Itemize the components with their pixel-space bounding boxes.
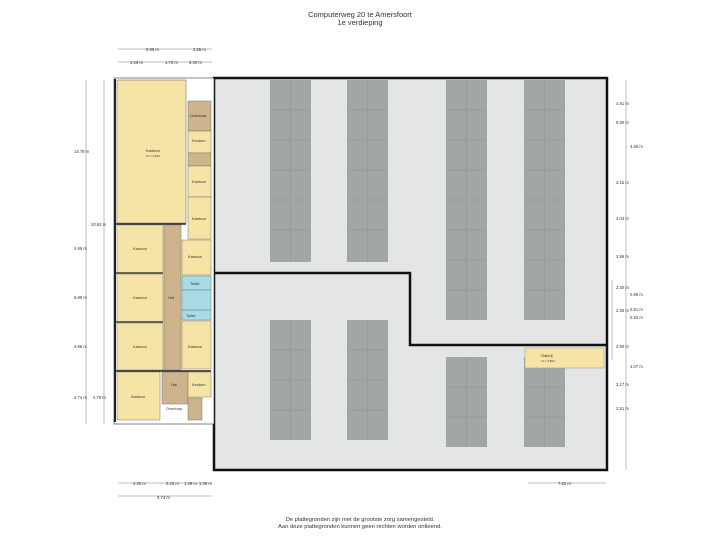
galerij-room — [524, 347, 605, 369]
dim-left-a: 4.89 m — [74, 246, 87, 251]
label-keuken-bottom: Keuken — [192, 382, 206, 387]
office-building — [113, 77, 215, 425]
dim-right-10: 0.91 m — [630, 307, 643, 312]
label-toilet-2: Toilet — [186, 313, 196, 318]
dim-top-1a: 6.96 m — [146, 47, 159, 52]
dim-top-2c: 3.40 m — [189, 60, 202, 65]
room-kantoor-l2 — [116, 273, 164, 323]
dim-right-1: 4.81 m — [616, 101, 629, 106]
dim-right-4: 3.15 m — [616, 180, 629, 185]
dim-right-13: 4.07 m — [630, 364, 643, 369]
label-kantoor-r2: Kantoor — [192, 216, 207, 221]
dim-top-1b: 2.55 m — [193, 47, 206, 52]
dim-right-11: 0.83 m — [630, 315, 643, 320]
room-keuken-bottom — [187, 371, 212, 398]
room-kantoor-r3 — [181, 239, 212, 276]
label-kantoor-large-area: m² = 3,96m — [146, 154, 161, 158]
room-hal-bottom — [161, 371, 189, 405]
label-kantoor-r1: Kantoor — [192, 179, 207, 184]
dim-left-d2: 4.75 m — [93, 395, 106, 400]
label-hal-bottom: Hal — [171, 382, 177, 387]
dim-left-c: 4.86 m — [74, 344, 87, 349]
room-kantoor-l4 — [116, 371, 161, 421]
dim-left-mid: 20.63 m — [91, 222, 107, 227]
dim-bottom-d: 1.39 m — [199, 481, 212, 486]
dim-top-2a: 4.29 m — [130, 60, 143, 65]
dim-bottom-c: 1.39 m — [184, 481, 197, 486]
room-hall-top — [187, 152, 212, 167]
room-overloop-bottom — [187, 397, 203, 421]
label-overloop-bottom: Overloop — [166, 406, 183, 411]
dim-right-6: 3.96 m — [616, 254, 629, 259]
dim-bottom-total: 9.73 m — [157, 495, 170, 500]
disclaimer-line-1: De plattegronden zijn met de grootste zo… — [285, 517, 435, 523]
dim-top-2b: 1.73 m — [165, 60, 178, 65]
plan-title: Computerweg 20 te Amersfoort — [308, 10, 412, 19]
dim-bottom-b: 2.26 m — [166, 481, 179, 486]
room-kantoor-l1 — [116, 224, 164, 274]
parking-dividers — [270, 80, 565, 447]
label-toilet-1: Toilet — [190, 281, 200, 286]
room-toilet-2 — [181, 309, 212, 321]
dim-right-12: 4.90 m — [616, 344, 629, 349]
dim-right-15: 2.51 m — [616, 406, 629, 411]
room-kantoor-r2 — [187, 196, 212, 240]
dim-right-7: 2.30 m — [616, 285, 629, 290]
label-overloop-top: Overloop — [190, 113, 207, 118]
room-hal — [163, 224, 182, 371]
label-kantoor-l2: Kantoor — [133, 295, 148, 300]
dim-right-3: 3.65 m — [630, 144, 643, 149]
dim-right-2: 6.80 m — [616, 120, 629, 125]
label-kantoor-large: Kantoor — [146, 148, 161, 153]
label-kantoor-l1: Kantoor — [133, 246, 148, 251]
galerij-area: m² = 3,80m — [541, 359, 556, 363]
inner-wall-upper — [214, 271, 607, 347]
room-kantoor-l3 — [116, 322, 164, 371]
dim-left-total: 14.79 m — [74, 149, 90, 154]
dim-right-8: 0.99 m — [630, 292, 643, 297]
dim-bottom-right: 7.62 m — [558, 481, 571, 486]
room-kantoor-r4 — [181, 320, 212, 370]
label-keuken-top: Keuken — [192, 138, 206, 143]
room-kantoor-large — [116, 79, 187, 224]
galerij-label: Galerij — [541, 353, 553, 358]
label-kantoor-r4: Kantoor — [188, 344, 203, 349]
dim-right-5: 4.03 m — [616, 216, 629, 221]
label-kantoor-l3: Kantoor — [133, 344, 148, 349]
dim-left-b: 6.89 m — [74, 295, 87, 300]
room-toilet-block — [181, 289, 212, 311]
dim-left-d1: 4.74 m — [74, 395, 87, 400]
dim-bottom-a: 4.26 m — [133, 481, 146, 486]
label-kantoor-r3: Kantoor — [188, 254, 203, 259]
label-hal: Hal — [168, 295, 174, 300]
disclaimer-line-2: Aan deze plattegronden kunnen geen recht… — [278, 524, 442, 530]
dim-right-9: 2.35 m — [616, 308, 629, 313]
dim-right-14: 2.17 m — [616, 382, 629, 387]
plan-subtitle: 1e verdieping — [337, 18, 383, 27]
dimension-lines — [85, 48, 627, 497]
label-kantoor-l4: Kantoor — [131, 394, 146, 399]
